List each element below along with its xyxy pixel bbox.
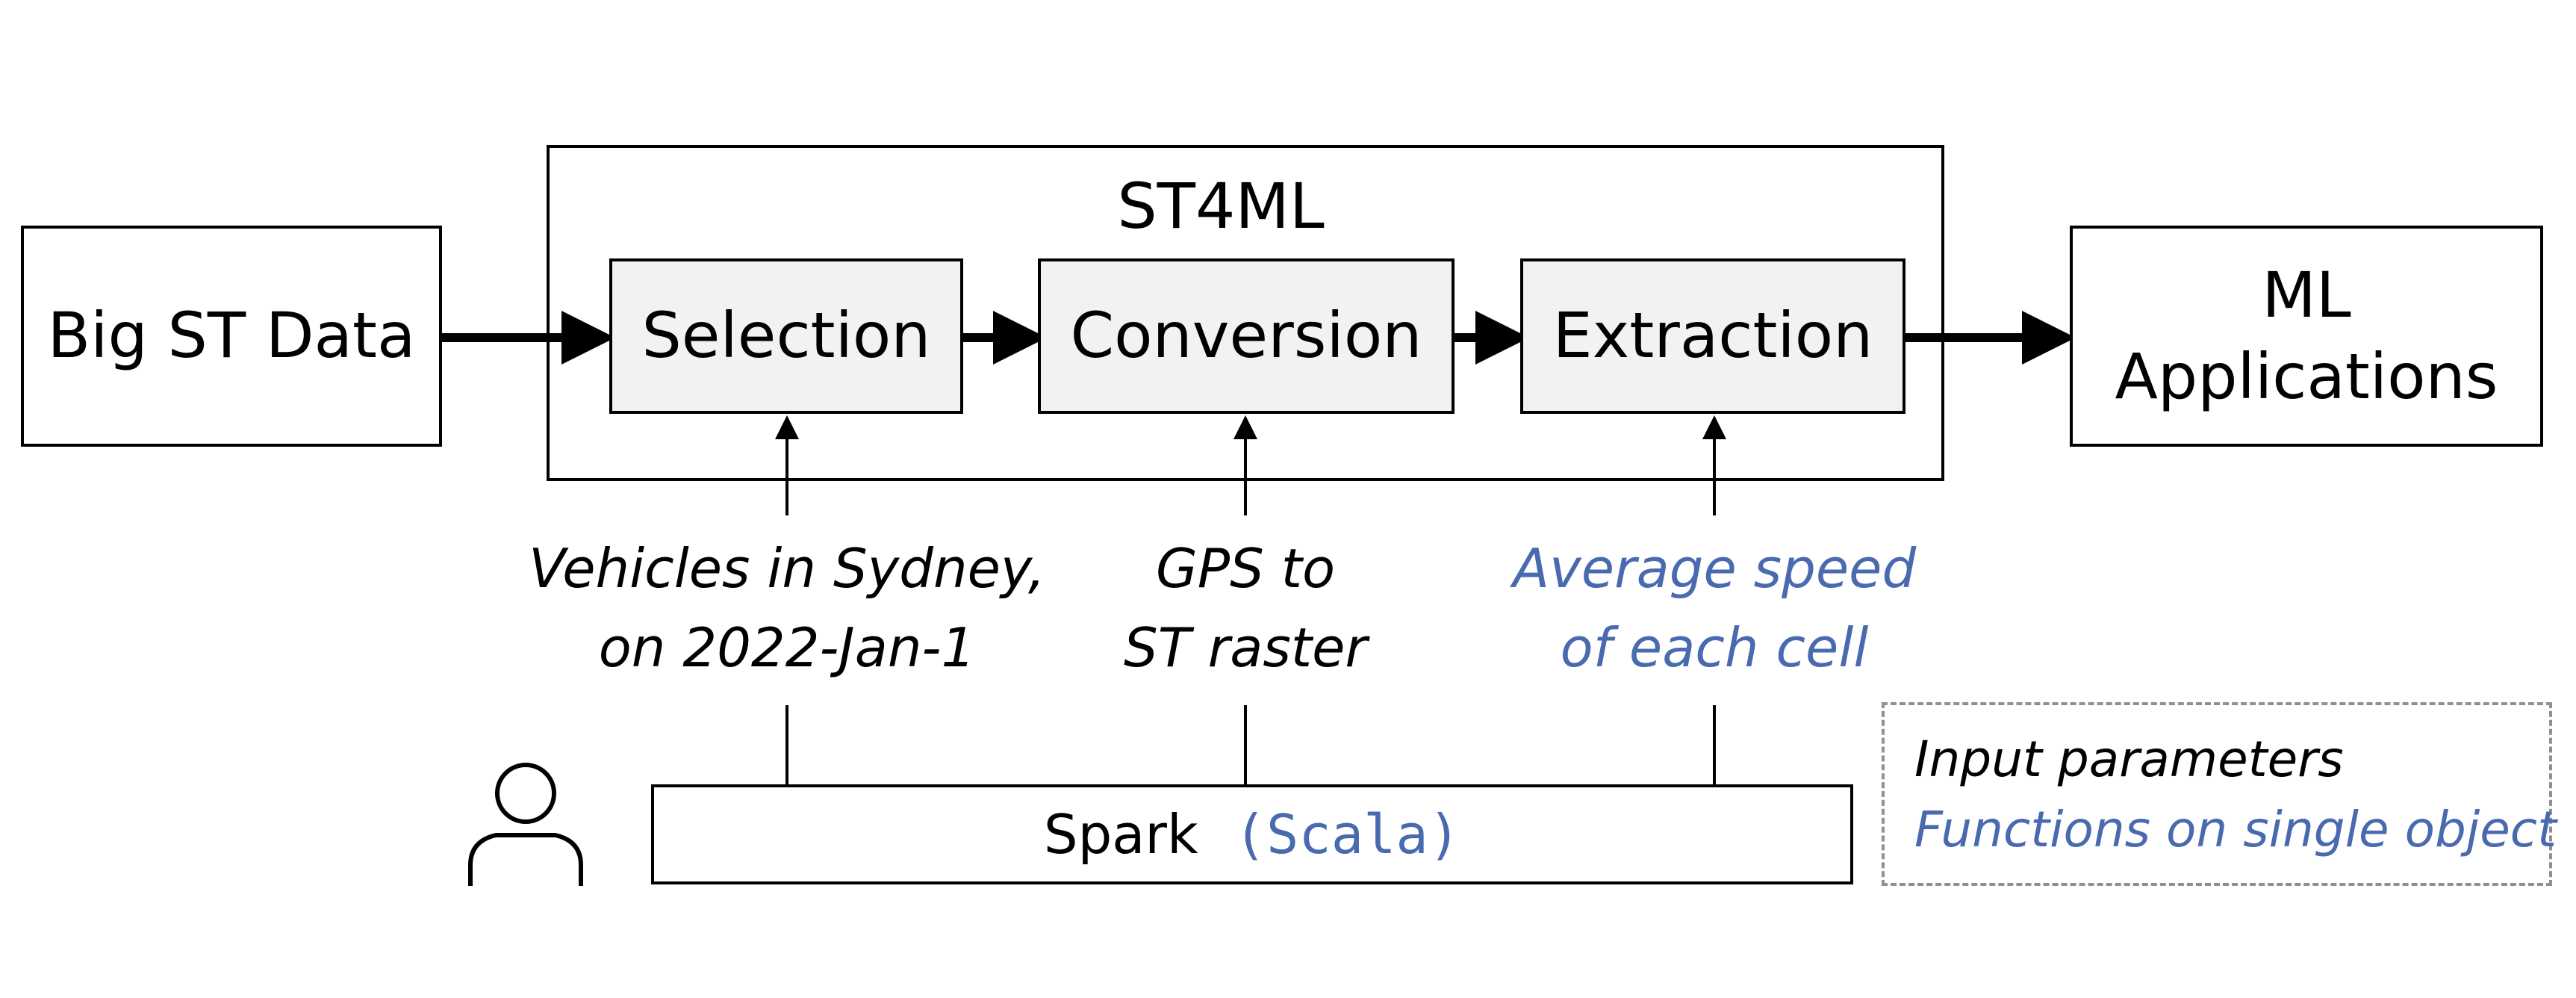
param-extraction: Average speed of each cell	[1490, 529, 1938, 687]
stage-conversion-box: Conversion	[1038, 258, 1455, 414]
legend-box: Input parameters Functions on single obj…	[1882, 702, 2557, 886]
user-icon	[468, 763, 583, 886]
ml-applications-box: ML Applications	[2070, 226, 2543, 447]
spark-code-label: (Scala)	[1233, 803, 1461, 866]
spark-label: Spark	[1043, 803, 1198, 866]
param-selection-line2: on 2022-Jan-1	[598, 616, 976, 679]
param-extraction-line1: Average speed	[1512, 537, 1917, 600]
param-selection: Vehicles in Sydney, on 2022-Jan-1	[526, 529, 1048, 687]
param-conversion: GPS to ST raster	[1059, 529, 1432, 687]
stage-extraction-label: Extraction	[1552, 299, 1873, 373]
param-conversion-line1: GPS to	[1155, 537, 1336, 600]
ml-applications-line1: ML	[2262, 258, 2351, 332]
stage-selection-box: Selection	[609, 258, 963, 414]
big-st-data-label: Big ST Data	[47, 299, 416, 373]
ml-applications-line2: Applications	[2115, 340, 2498, 413]
stage-conversion-label: Conversion	[1070, 299, 1422, 373]
stage-extraction-box: Extraction	[1520, 258, 1905, 414]
st4ml-title: ST4ML	[1117, 170, 1325, 243]
legend-functions: Functions on single object	[1914, 801, 2557, 858]
spark-bar: Spark (Scala)	[651, 784, 1853, 884]
st4ml-frame	[547, 145, 1944, 481]
stage-selection-label: Selection	[641, 299, 931, 373]
big-st-data-box: Big ST Data	[21, 226, 442, 447]
param-extraction-line2: of each cell	[1560, 616, 1869, 679]
param-conversion-line2: ST raster	[1124, 616, 1367, 679]
legend-input-parameters: Input parameters	[1914, 731, 2344, 788]
param-selection-line1: Vehicles in Sydney,	[529, 537, 1045, 600]
